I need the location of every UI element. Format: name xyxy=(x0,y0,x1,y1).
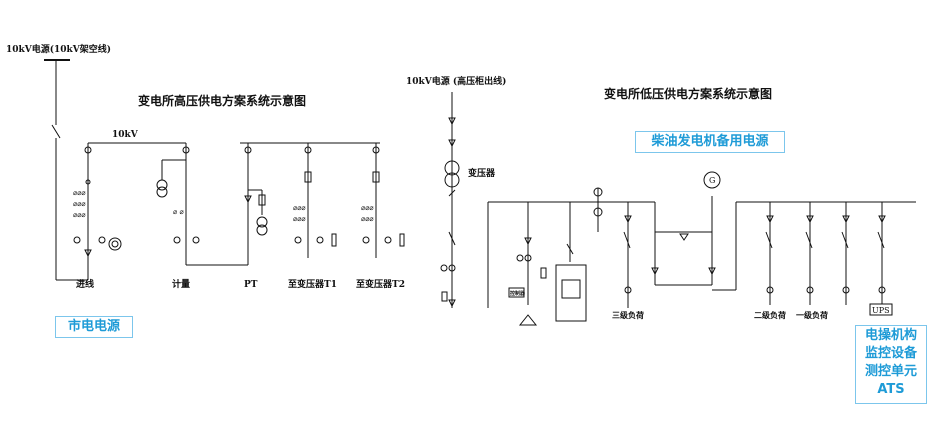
feeder-label-t1: 至变压器T1 xyxy=(288,278,337,290)
lv-ups-cabinet xyxy=(555,202,587,322)
lv-tier1-feeder-b xyxy=(841,202,850,305)
feeder-label-t2: 至变压器T2 xyxy=(356,278,405,290)
callout-ups-line-2: 监控设备 xyxy=(864,346,917,361)
load-label-tier2: 二级负荷 xyxy=(754,310,786,320)
transformer-label: 变压器 xyxy=(468,167,496,179)
right-title: 变电所低压供电方案系统示意图 xyxy=(604,86,772,101)
callout-ups-line-3: 测控单元 xyxy=(864,364,917,379)
lv-meter-point xyxy=(593,187,603,232)
load-label-tier3: 三级负荷 xyxy=(612,310,644,320)
generator-symbol: G xyxy=(709,176,715,185)
svg-text:⌀⌀⌀: ⌀⌀⌀ xyxy=(73,189,86,197)
ats-tie xyxy=(651,171,721,286)
lv-device-feeder xyxy=(508,202,547,326)
svg-text:⌀⌀⌀: ⌀⌀⌀ xyxy=(73,200,86,208)
feeder-label-pt: PT xyxy=(244,280,258,290)
left-bus-label: 10kV xyxy=(112,130,139,140)
lv-tier3-feeder xyxy=(623,202,632,308)
lv-tier2-feeder xyxy=(765,202,774,305)
svg-text:⌀⌀⌀: ⌀⌀⌀ xyxy=(293,204,306,212)
svg-text:⌀⌀⌀: ⌀⌀⌀ xyxy=(73,211,86,219)
callout-ups-line-1: 电操机构 xyxy=(864,328,917,343)
feeder-label-metering: 计量 xyxy=(172,278,190,290)
transformer-branch xyxy=(440,92,460,308)
callout-utility-power: 市电电源 xyxy=(55,316,133,338)
callout-ups-line-4: ATS xyxy=(877,382,905,397)
left-title: 变电所高压供电方案系统示意图 xyxy=(138,93,306,108)
load-label-tier1: 一级负荷 xyxy=(796,310,828,320)
feeder-incoming: ⌀⌀⌀ ⌀⌀⌀ ⌀⌀⌀ xyxy=(73,143,122,262)
right-source-label: 10kV电源 (高压柜出线) xyxy=(406,75,506,87)
feeder-label-incoming: 进线 xyxy=(76,278,94,290)
device-label: 控制器 xyxy=(510,290,526,297)
feeder-t2: ⌀⌀⌀ ⌀⌀⌀ xyxy=(361,143,405,258)
svg-text:⌀⌀⌀: ⌀⌀⌀ xyxy=(361,215,374,223)
svg-text:⌀⌀⌀: ⌀⌀⌀ xyxy=(361,204,374,212)
callout-ups-functions: 电操机构 监控设备 测控单元 ATS xyxy=(855,325,927,404)
feeder-t1: ⌀⌀⌀ ⌀⌀⌀ xyxy=(293,143,337,258)
lv-ups-feeder xyxy=(869,202,893,316)
svg-text:⌀⌀⌀: ⌀⌀⌀ xyxy=(293,215,306,223)
ups-label: UPS xyxy=(872,306,890,315)
lv-tier1-feeder-a xyxy=(805,202,814,305)
feeder-metering: ⌀ ⌀ xyxy=(156,143,200,265)
svg-text:⌀ ⌀: ⌀ ⌀ xyxy=(173,208,184,216)
callout-diesel-generator: 柴油发电机备用电源 xyxy=(635,131,785,153)
left-source-switch xyxy=(51,124,61,139)
left-source-label: 10kV电源(10kV架空线) xyxy=(6,43,111,55)
feeder-pt xyxy=(244,146,268,236)
